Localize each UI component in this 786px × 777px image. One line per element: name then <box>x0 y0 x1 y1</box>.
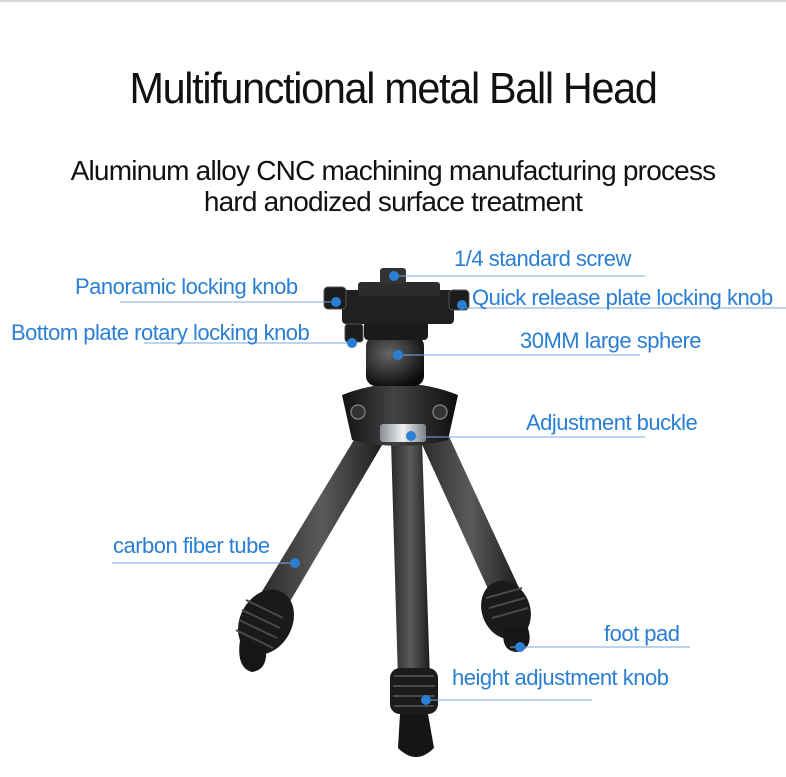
label-quick-release-knob: Quick release plate locking knob <box>472 285 773 310</box>
label-carbon-fiber-tube: carbon fiber tube <box>113 533 270 558</box>
left-leg <box>235 430 385 672</box>
label-adjustment-buckle: Adjustment buckle <box>526 410 698 435</box>
ball-head <box>323 268 470 343</box>
label-large-sphere: 30MM large sphere <box>520 328 702 353</box>
ball-sphere <box>366 336 424 386</box>
label-standard-screw: 1/4 standard screw <box>454 246 631 271</box>
label-height-adjustment-knob: height adjustment knob <box>452 665 669 690</box>
page-title: Multifunctional metal Ball Head <box>129 64 657 113</box>
leg-hub <box>342 383 458 446</box>
leader-lines <box>112 275 786 701</box>
subtitle-line-1: Aluminum alloy CNC machining manufacturi… <box>70 155 717 186</box>
label-panoramic-locking-knob: Panoramic locking knob <box>75 274 298 299</box>
subtitle-line-2: hard anodized surface treatment <box>203 186 583 217</box>
top-divider <box>0 0 786 2</box>
label-bottom-plate-knob: Bottom plate rotary locking knob <box>11 320 310 345</box>
right-leg <box>420 430 531 652</box>
label-foot-pad: foot pad <box>604 621 680 646</box>
center-leg <box>390 440 438 757</box>
callout-dots <box>290 271 525 705</box>
